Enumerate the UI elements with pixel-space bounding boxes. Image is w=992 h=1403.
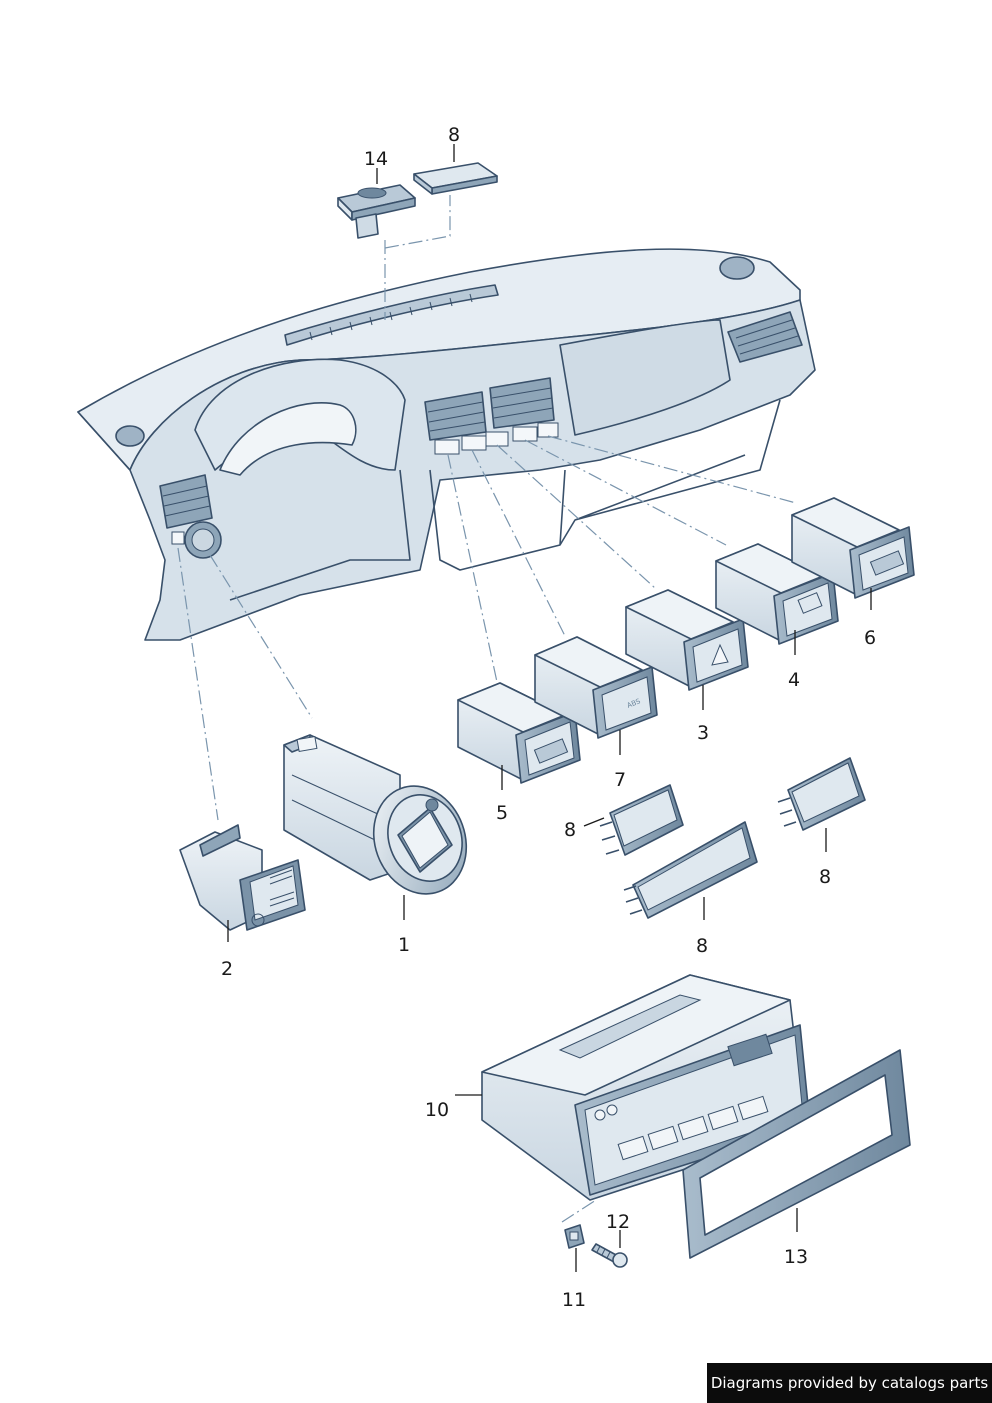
part-14-cover-switch	[337, 184, 416, 239]
part-5-switch-module	[457, 682, 581, 784]
part-8-cover-b	[623, 821, 758, 919]
part-1-headlight-switch	[283, 734, 468, 895]
callout-14: 14	[364, 148, 388, 170]
part-11-clip	[564, 1224, 585, 1249]
callout-6: 6	[864, 627, 876, 649]
part-10-climate-control-unit	[481, 974, 811, 1201]
callout-13: 13	[784, 1246, 808, 1268]
part-2-range-switch	[179, 824, 306, 931]
callout-2: 2	[221, 958, 233, 980]
callout-5: 5	[496, 802, 508, 824]
part-8-cover-a	[599, 784, 684, 856]
dashboard-assembly	[77, 248, 816, 641]
callout-8-a: 8	[564, 819, 576, 841]
callout-labels: 14 8 1 2 5 7 3 4 6 8 8 8 10 11 12 13	[221, 124, 876, 1311]
callout-7: 7	[614, 769, 626, 791]
callout-8-top: 8	[448, 124, 460, 146]
callout-10: 10	[425, 1099, 449, 1121]
callout-8-b: 8	[696, 935, 708, 957]
part-12-screw	[591, 1243, 628, 1268]
callout-leaders	[227, 144, 872, 1272]
callout-12: 12	[606, 1211, 630, 1233]
callout-1: 1	[398, 934, 410, 956]
part-3-hazard-switch	[625, 589, 749, 691]
assembly-lines	[177, 195, 797, 1223]
part-8-cover-c	[777, 757, 866, 831]
part-6-seat-heating-switch	[791, 497, 915, 599]
callout-4: 4	[788, 669, 800, 691]
part-7-switch-module: ABS	[534, 636, 658, 739]
part-13-trim-frame	[682, 1049, 911, 1259]
callout-3: 3	[697, 722, 709, 744]
callout-8-c: 8	[819, 866, 831, 888]
part-8-cover-top	[413, 162, 498, 195]
watermark-banner: Diagrams provided by catalogs parts	[707, 1363, 992, 1403]
callout-11: 11	[562, 1289, 586, 1311]
